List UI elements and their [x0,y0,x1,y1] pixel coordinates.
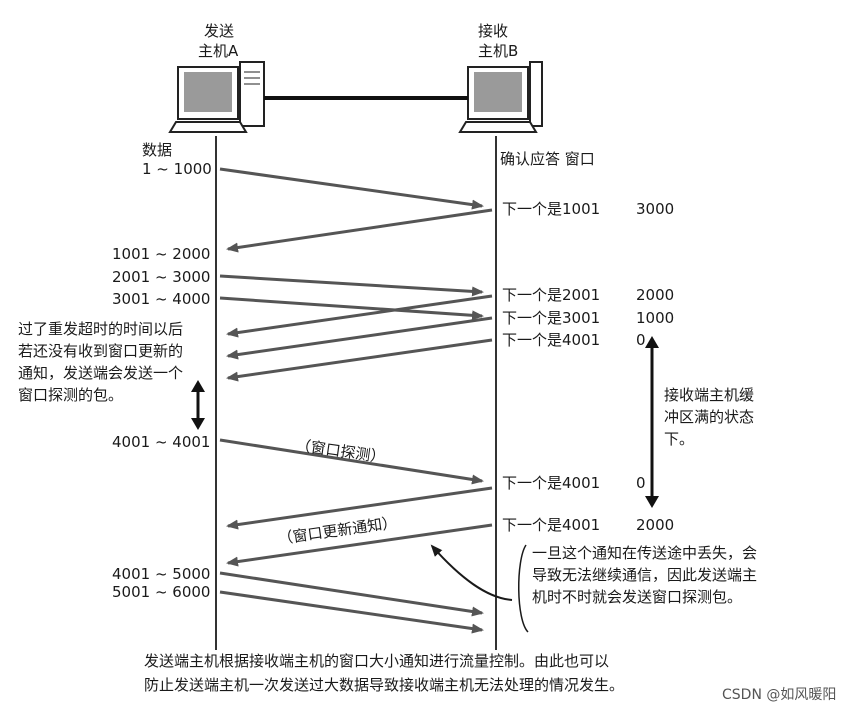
segment-label: 2001 ~ 3000 [112,268,211,286]
data-header: 数据 [142,141,173,159]
ack-next-label: 下一个是1001 [502,200,601,218]
ack-arrow [226,294,493,338]
host-b-label-line2: 主机B [478,42,519,60]
host-a-label-line1: 发送 [204,22,235,40]
caption-line1: 发送端主机根据接收端主机的窗口大小通知进行流量控制。由此也可以 [144,652,610,670]
ack-next-label: 下一个是2001 [502,286,601,304]
host-b-label-line1: 接收 [478,22,509,40]
ack-window-value: 3000 [636,200,675,218]
data-arrow [219,590,484,634]
ack-arrow [226,208,493,253]
ack-window-value: 1000 [636,309,675,327]
caption-line2: 防止发送端主机一次发送过大数据导致接收端主机无法处理的情况发生。 [144,676,625,694]
segment-label: 1001 ~ 2000 [112,245,211,263]
ack-next-label: 下一个是4001 [502,516,601,534]
note-bracket [518,544,529,633]
segment-label: 5001 ~ 6000 [112,583,211,601]
watermark: CSDN @如风暖阳 [722,687,837,703]
ack-window-header: 确认应答 窗口 [500,150,595,168]
ack-window-value: 2000 [636,516,675,534]
ack-arrow [226,338,493,382]
host-a-label-line2: 主机A [198,42,239,60]
loss-note: 一旦这个通知在传送途中丢失，会导致无法继续通信，因此发送端主机时不时就会发送窗口… [532,544,758,606]
computer-icon [168,61,265,133]
segment-label: 4001 ~ 4001 [112,433,211,451]
ack-next-label: 下一个是4001 [502,474,601,492]
retransmit-note: 过了重发超时的时间以后若还没有收到窗口更新的通知，发送端会发送一个窗口探测的包。 [18,320,184,404]
data-arrow [219,274,484,297]
data-arrow [219,167,484,210]
data-arrow [219,571,484,617]
ack-window-value: 2000 [636,286,675,304]
segment-label: 4001 ~ 5000 [112,565,211,583]
ack-next-label: 下一个是4001 [502,331,601,349]
ack-arrow [226,316,493,360]
segment-label: 1 ~ 1000 [142,160,212,178]
ack-arrow [226,523,493,567]
ack-arrow [226,486,493,530]
loss-pointer-arrow [430,544,513,601]
data-arrow [219,438,484,485]
segment-label: 3001 ~ 4000 [112,290,211,308]
buffer-full-note: 接收端主机缓冲区满的状态下。 [664,386,755,448]
ack-next-label: 下一个是3001 [502,309,601,327]
computer-icon [458,61,543,133]
data-arrow [219,296,484,321]
ack-window-value: 0 [636,331,646,349]
ack-window-value: 0 [636,474,646,492]
